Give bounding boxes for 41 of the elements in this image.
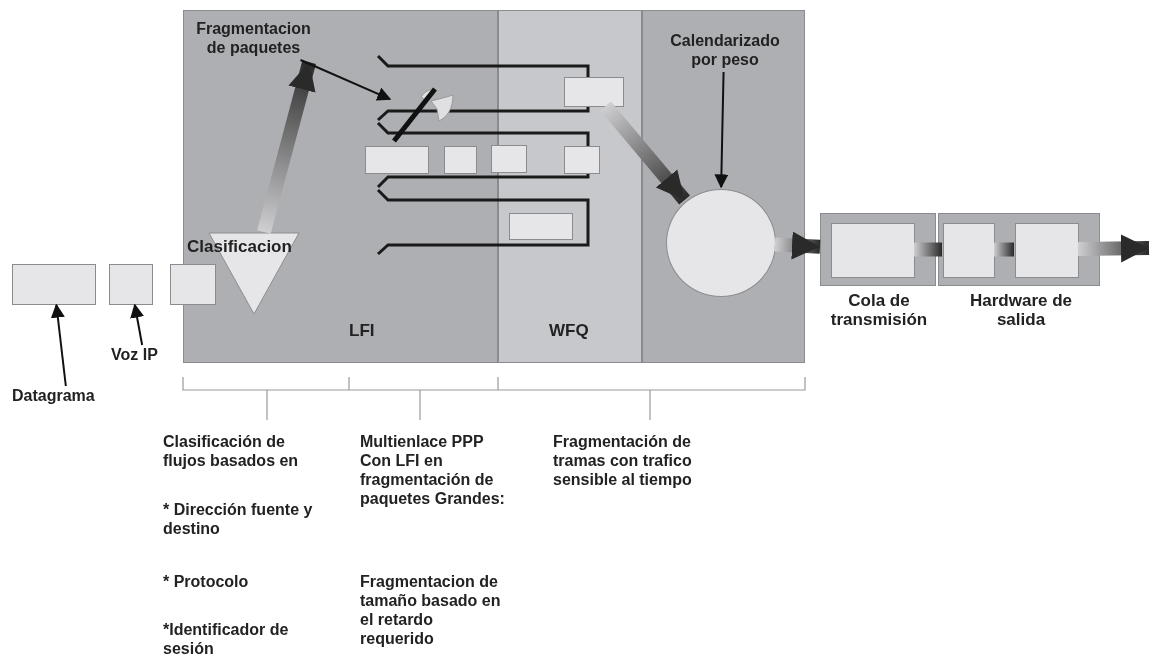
leader-arrow <box>130 303 144 346</box>
packet-box <box>365 146 429 174</box>
description-text: Clasificación de flujos basados en <box>163 432 300 470</box>
description-text: Fragmentacion de tamaño basado en el retardo requerido <box>360 572 502 648</box>
flow-arrow <box>1077 234 1150 263</box>
leader-arrow <box>50 303 67 387</box>
description-text: *Identificador de sesión <box>163 620 290 658</box>
packet-box <box>170 264 216 305</box>
description-text: * Protocolo <box>163 572 250 591</box>
flow-arrow <box>774 231 821 260</box>
component-label: Hardware de salida <box>968 291 1073 329</box>
connector-bar <box>994 242 1014 257</box>
classifier-label: Clasificacion <box>187 237 292 256</box>
lfi-panel <box>183 10 498 363</box>
wfq-panel <box>498 10 642 363</box>
packet-box <box>109 264 153 305</box>
packet-box <box>12 264 96 305</box>
packet-label: Voz IP <box>111 345 177 365</box>
packet-box <box>831 223 915 278</box>
packet-box <box>564 146 600 174</box>
packet-box <box>564 77 624 107</box>
packet-box <box>1015 223 1079 278</box>
flow-arrow <box>600 101 690 205</box>
description-text: Fragmentación de tramas con trafico sensible al tiempo <box>553 432 693 489</box>
region-label: WFQ <box>549 321 589 340</box>
connector-bar <box>914 242 942 257</box>
region-label: LFI <box>349 321 375 340</box>
description-text: Multienlace PPP Con LFI en fragmentación de paquetes Grandes: <box>360 432 506 508</box>
scheduler-panel <box>642 10 805 363</box>
callout-label: Fragmentacion de paquetes <box>186 19 321 61</box>
description-text: * Dirección fuente y destino <box>163 500 314 538</box>
packet-label: Datagrama <box>12 386 122 406</box>
flow-arrow <box>257 60 316 234</box>
leader-arrow <box>714 71 729 189</box>
packet-box <box>491 145 527 173</box>
packet-box <box>943 223 995 278</box>
callout-label: Calendarizado por peso <box>661 31 789 73</box>
packet-box <box>444 146 477 174</box>
component-label: Cola de transmisión <box>829 291 929 329</box>
packet-box <box>509 213 573 240</box>
leader-arrow <box>299 59 392 101</box>
